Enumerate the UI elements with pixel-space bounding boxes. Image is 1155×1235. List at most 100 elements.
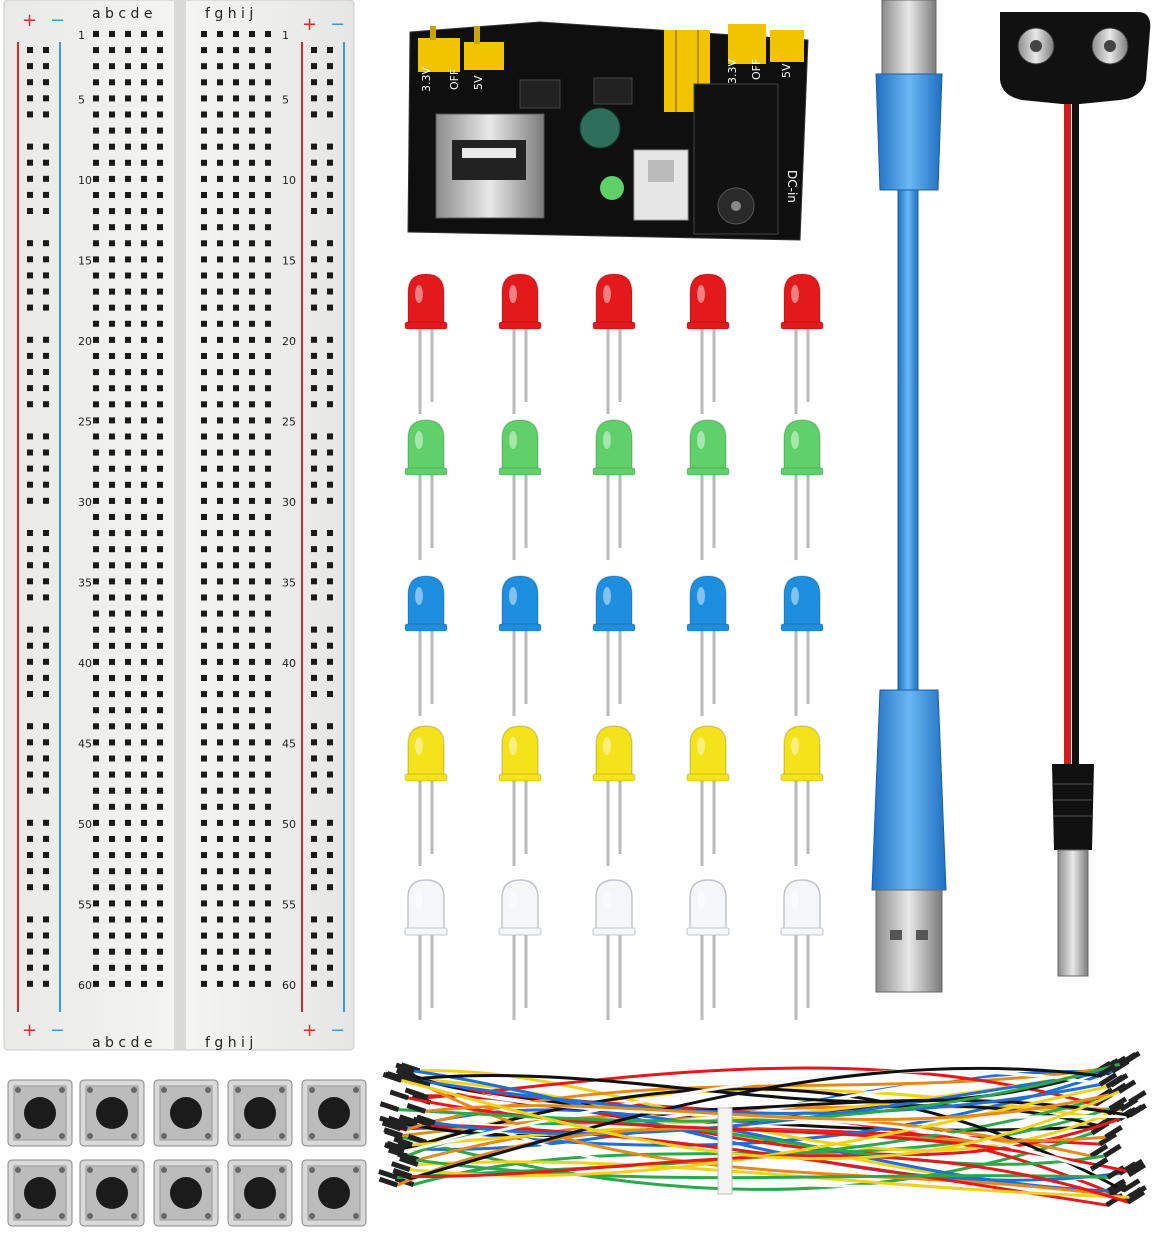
breadboard-hole: [125, 192, 131, 198]
breadboard-hole: [217, 948, 223, 955]
wire-pin-left: [387, 1115, 408, 1127]
breadboard-hole: [201, 401, 207, 408]
breadboard-hole: [201, 803, 207, 810]
breadboard-hole: [233, 819, 239, 826]
rail-hole: [43, 336, 49, 343]
rail-hole: [27, 497, 33, 504]
led-flange: [404, 321, 448, 330]
rail-hole: [27, 562, 33, 569]
tactile-button[interactable]: [301, 1079, 367, 1147]
breadboard-hole: [109, 272, 115, 279]
breadboard-hole: [157, 465, 163, 472]
rail-hole: [27, 884, 33, 891]
rail-hole: [327, 143, 333, 150]
tactile-button[interactable]: [7, 1159, 73, 1227]
breadboard-hole: [249, 723, 255, 730]
rail-hole: [27, 352, 33, 359]
breadboard-hole: [157, 369, 163, 376]
breadboard-hole: [125, 369, 131, 376]
rail-hole: [27, 465, 33, 472]
breadboard-hole: [109, 658, 115, 665]
rail-hole: [43, 497, 49, 504]
wire-pin-left: [395, 1062, 415, 1074]
rail-hole: [27, 578, 33, 585]
rail-hole: [27, 433, 33, 440]
tactile-button[interactable]: [153, 1079, 219, 1147]
wire-pin-right: [1097, 1063, 1117, 1078]
pcb-label-right-1: OFF: [750, 59, 763, 80]
row-number-left: 45: [78, 737, 92, 750]
breadboard-hole: [141, 594, 147, 601]
breadboard-hole: [217, 610, 223, 617]
led-blue: [498, 575, 542, 716]
wire-pin-left: [406, 1103, 427, 1114]
tactile-button[interactable]: [153, 1159, 219, 1227]
tactile-button[interactable]: [7, 1079, 73, 1147]
rail-hole: [27, 272, 33, 279]
breadboard-hole: [233, 256, 239, 263]
rail-hole: [327, 240, 333, 247]
rail-hole: [43, 964, 49, 971]
breadboard-hole: [201, 449, 207, 456]
wire-pin-right: [1126, 1190, 1146, 1205]
breadboard-hole: [249, 369, 255, 376]
rail-hole: [43, 95, 49, 102]
breadboard-hole: [141, 288, 147, 295]
breadboard-hole: [217, 932, 223, 939]
breadboard-hole: [109, 884, 115, 891]
breadboard-hole: [249, 63, 255, 70]
breadboard-hole: [93, 208, 99, 215]
breadboard-hole: [109, 675, 115, 681]
tactile-button[interactable]: [227, 1079, 293, 1147]
breadboard-hole: [201, 95, 207, 102]
led-lens: [595, 725, 633, 779]
breadboard-hole: [157, 320, 163, 327]
row-number-right: 30: [282, 496, 296, 509]
breadboard-center-channel: [174, 0, 186, 1050]
breadboard-hole: [141, 884, 147, 891]
led-red: [592, 273, 636, 414]
rail-hole: [327, 95, 333, 102]
breadboard-hole: [157, 208, 163, 215]
button-cap: [96, 1097, 128, 1129]
breadboard-hole: [157, 272, 163, 279]
breadboard-hole: [141, 514, 147, 520]
breadboard-hole: [201, 417, 207, 424]
rail-hole: [43, 63, 49, 70]
rail-hole: [311, 191, 317, 198]
tactile-button[interactable]: [301, 1159, 367, 1227]
breadboard-hole: [249, 465, 255, 472]
breadboard-hole: [265, 900, 271, 907]
breadboard-hole: [233, 610, 239, 617]
row-number-right: 50: [282, 818, 296, 831]
rail-hole: [327, 191, 333, 198]
rail-hole: [327, 578, 333, 585]
breadboard-hole: [125, 401, 131, 408]
tactile-button[interactable]: [79, 1159, 145, 1227]
led-green: [404, 419, 448, 560]
rail-hole: [43, 852, 49, 858]
breadboard-hole: [249, 320, 255, 327]
breadboard-hole: [233, 546, 239, 553]
rail-hole: [27, 755, 33, 762]
breadboard-hole: [125, 272, 131, 279]
breadboard-hole: [265, 675, 271, 681]
breadboard-hole: [109, 256, 115, 263]
rail-hole: [311, 272, 317, 279]
rail-hole: [311, 868, 317, 875]
tactile-button[interactable]: [227, 1159, 293, 1227]
row-number-right: 5: [282, 93, 289, 106]
tactile-button[interactable]: [79, 1079, 145, 1147]
breadboard-hole: [217, 95, 223, 102]
breadboard-hole: [109, 304, 115, 311]
rail-hole: [43, 304, 49, 311]
breadboard-hole: [157, 803, 163, 810]
breadboard-hole: [157, 143, 163, 150]
breadboard-hole: [217, 787, 223, 794]
breadboard-hole: [141, 642, 147, 649]
rail-hole: [311, 63, 317, 70]
row-number-left: 30: [78, 496, 92, 509]
rail-hole: [43, 562, 49, 569]
breadboard-hole: [265, 723, 271, 730]
